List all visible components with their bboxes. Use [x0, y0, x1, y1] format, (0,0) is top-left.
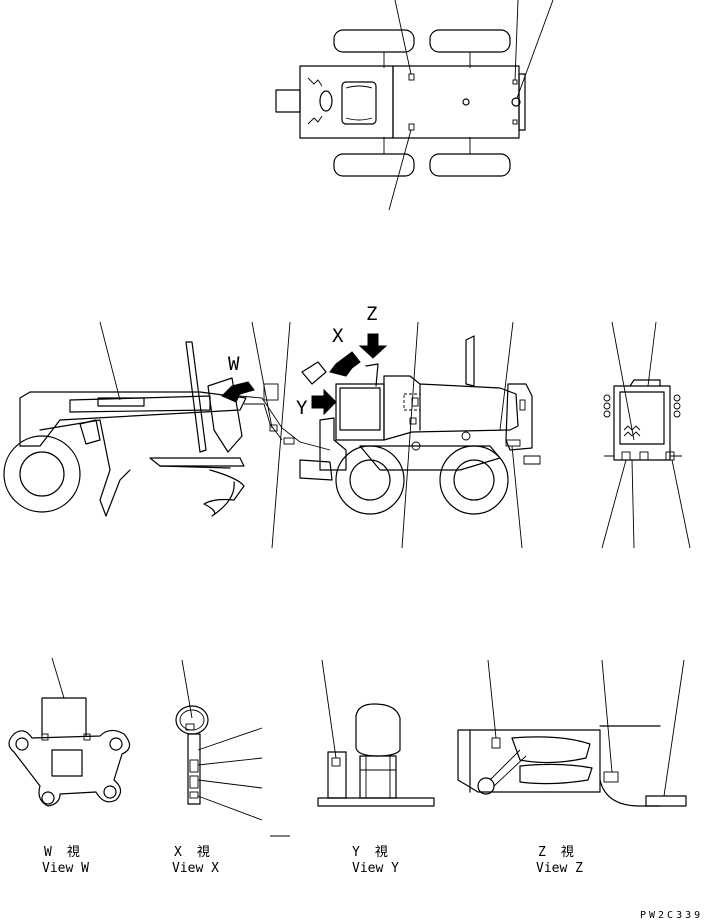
caption-jp-x: X 視	[174, 845, 211, 860]
caption-jp-w: W 視	[44, 845, 81, 860]
side-frame-label-plate	[97, 397, 145, 407]
side-front-frame	[19, 391, 247, 447]
x-console	[187, 733, 201, 805]
side-rear-wheel	[335, 445, 405, 515]
view-w-detail	[8, 657, 131, 807]
top-wheel	[429, 29, 511, 53]
y-seat-back	[355, 703, 401, 757]
view-captions: W 視 View W X 視 View X Y 視 View Y Z 視 Vie…	[42, 845, 703, 921]
x-label	[189, 791, 199, 799]
arrow-w	[221, 381, 255, 403]
arrow-label-z: Z	[366, 303, 377, 325]
z-label	[645, 795, 687, 807]
top-wheel	[429, 153, 511, 177]
top-wheel	[333, 153, 415, 177]
top-front-frame	[275, 89, 301, 113]
w-marker	[41, 733, 49, 741]
x-label	[185, 723, 195, 731]
side-view: W X Z Y	[3, 303, 541, 549]
side-label-plate	[283, 437, 295, 445]
arrow-label-w: W	[228, 353, 240, 375]
drawing-code: PW2C339	[640, 910, 703, 921]
arrow-z	[358, 333, 388, 359]
w-plate-outline	[8, 729, 131, 807]
y-floor	[317, 797, 435, 807]
top-view	[275, 0, 554, 211]
side-hood-label	[409, 417, 417, 425]
caption-jp-z: Z 視	[538, 845, 575, 860]
side-rear-label	[505, 439, 521, 447]
rear-body	[613, 385, 671, 461]
side-label-plate	[269, 424, 278, 432]
caption-en-x: View X	[172, 861, 219, 876]
rear-view	[601, 321, 691, 549]
z-label	[603, 771, 619, 783]
side-front-wheel	[3, 435, 81, 513]
top-engine-hood	[392, 65, 520, 139]
rear-label	[639, 451, 649, 461]
view-x-detail	[175, 659, 290, 837]
w-label	[51, 749, 83, 777]
view-z-detail	[457, 659, 687, 807]
caption-en-z: View Z	[536, 861, 583, 876]
w-marker	[83, 733, 91, 741]
side-cab	[335, 383, 385, 441]
caption-jp-y: Y 視	[352, 845, 389, 860]
x-label	[189, 775, 199, 789]
arrow-label-x: X	[332, 325, 344, 347]
arrow-label-y: Y	[296, 397, 308, 419]
view-y-detail	[317, 659, 435, 807]
z-label	[491, 737, 501, 749]
z-hood-outline	[457, 729, 601, 793]
caption-en-y: View Y	[352, 861, 399, 876]
rear-label	[621, 451, 631, 461]
y-side-box	[327, 751, 347, 799]
y-label	[331, 757, 341, 767]
arrow-y	[311, 388, 337, 416]
side-engine-hood	[383, 375, 519, 441]
caption-en-w: View W	[42, 861, 89, 876]
x-label	[189, 759, 199, 773]
top-cab-frame	[299, 65, 394, 139]
arrow-x	[329, 351, 361, 377]
top-wheel	[333, 29, 415, 53]
